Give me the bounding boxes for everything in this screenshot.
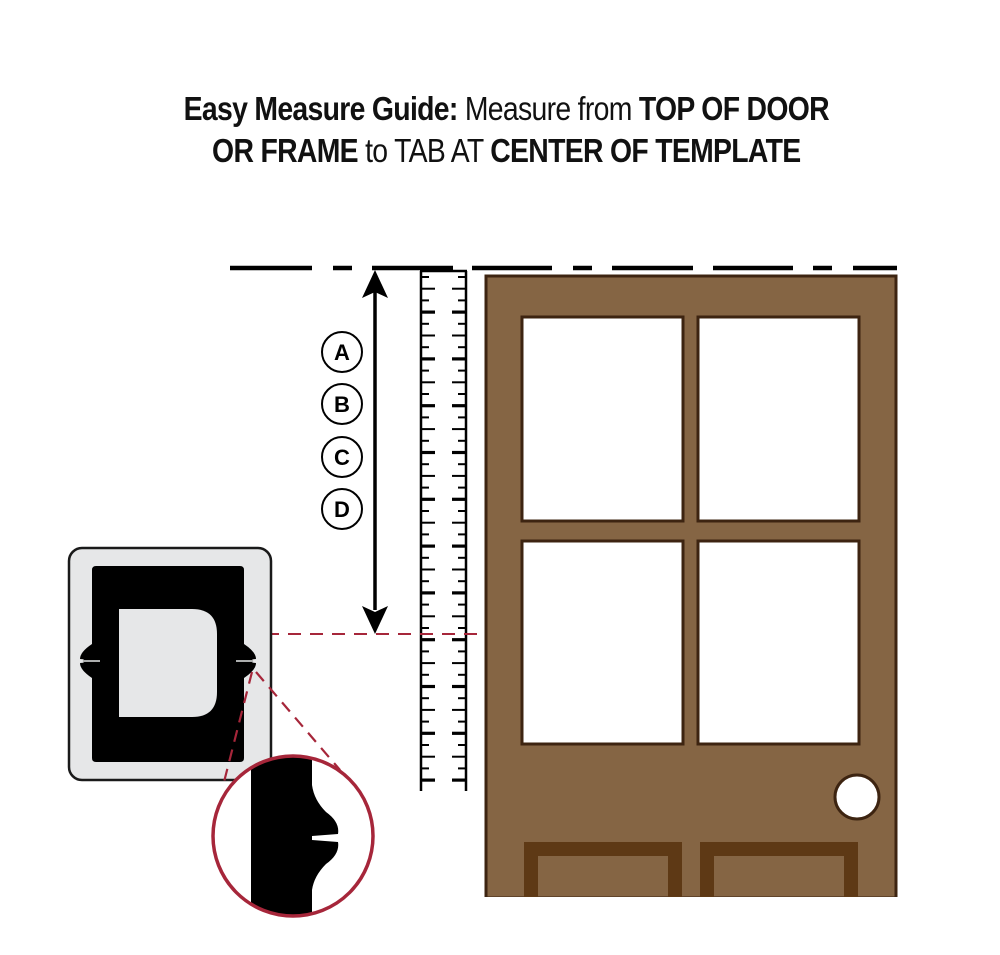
label-c: C	[321, 436, 363, 478]
window-pane-top-right	[696, 315, 861, 523]
ruler	[419, 269, 468, 791]
title-line-1: Easy Measure Guide: Measure from TOP OF …	[76, 88, 936, 130]
title-text-to-tab-at: to TAB AT	[357, 132, 491, 169]
label-a: A	[321, 331, 363, 373]
door-knob-icon	[833, 773, 881, 821]
arrow-up-icon	[362, 270, 388, 298]
door	[484, 274, 900, 907]
svg-text:A: A	[334, 340, 350, 365]
title-bold-center-of-template: CENTER OF TEMPLATE	[490, 132, 801, 169]
mounting-template	[67, 546, 273, 782]
door-panel-right	[700, 842, 858, 897]
title-bold-easy-measure: Easy Measure Guide:	[183, 90, 459, 127]
measurement-options: A B C D	[321, 331, 363, 530]
label-b: B	[321, 383, 363, 425]
guide-title: Easy Measure Guide: Measure from TOP OF …	[76, 88, 936, 172]
door-panel-left	[524, 842, 682, 897]
arrow-down-icon	[362, 606, 388, 634]
title-line-2: OR FRAME to TAB AT CENTER OF TEMPLATE	[76, 130, 936, 172]
svg-text:B: B	[334, 392, 350, 417]
title-bold-top-of-door: TOP OF DOOR	[638, 90, 830, 127]
title-bold-or-frame: OR FRAME	[212, 132, 359, 169]
measurement-arrow	[362, 270, 388, 634]
window-pane-top-left	[520, 315, 685, 523]
tab-detail-shape	[251, 756, 339, 916]
svg-text:D: D	[334, 497, 350, 522]
svg-text:C: C	[334, 445, 350, 470]
window-pane-bottom-right	[696, 539, 861, 746]
magnifier-ring	[211, 754, 375, 918]
tab-detail-magnifier	[211, 754, 375, 918]
magnifier-lead-right	[255, 671, 341, 771]
window-pane-bottom-left	[520, 539, 685, 746]
template-cutout	[119, 609, 217, 717]
title-text-measure-from: Measure from	[457, 90, 639, 127]
label-d: D	[321, 488, 363, 530]
